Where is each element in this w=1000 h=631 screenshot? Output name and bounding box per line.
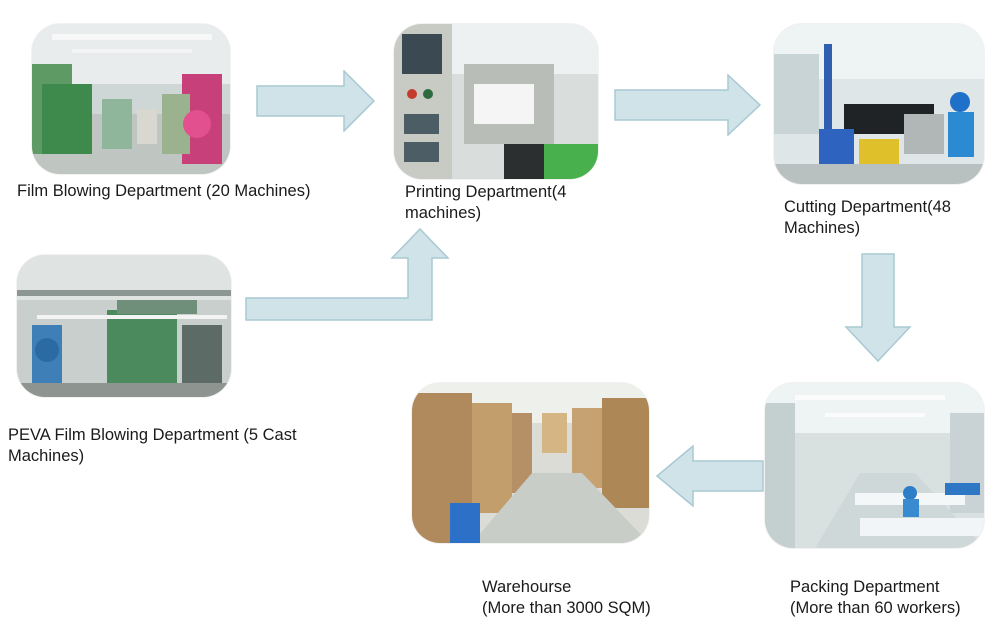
flow-arrow-packing-to-warehouse [655,445,765,507]
peva-caption: PEVA Film Blowing Department (5 Cast Mac… [8,426,297,465]
flow-arrow-peva-to-printing [245,228,450,324]
flow-arrow-printing-to-cutting [614,74,762,136]
film-blowing-photo [32,24,230,174]
cutting-caption: Cutting Department(48 Machines) [784,198,951,237]
flow-arrow-film-to-printing [256,70,376,132]
peva-photo [17,255,231,397]
film-blowing-caption: Film Blowing Department (20 Machines) [17,182,311,200]
warehouse-caption: Warehourse (More than 3000 SQM) [482,578,651,617]
flow-arrow-cutting-to-packing [844,253,912,363]
printing-photo [394,24,598,179]
packing-photo [765,383,984,548]
packing-caption: Packing Department (More than 60 workers… [790,578,961,617]
printing-caption: Printing Department(4 machines) [405,183,567,222]
cutting-photo [774,24,984,184]
warehouse-photo [412,383,649,543]
